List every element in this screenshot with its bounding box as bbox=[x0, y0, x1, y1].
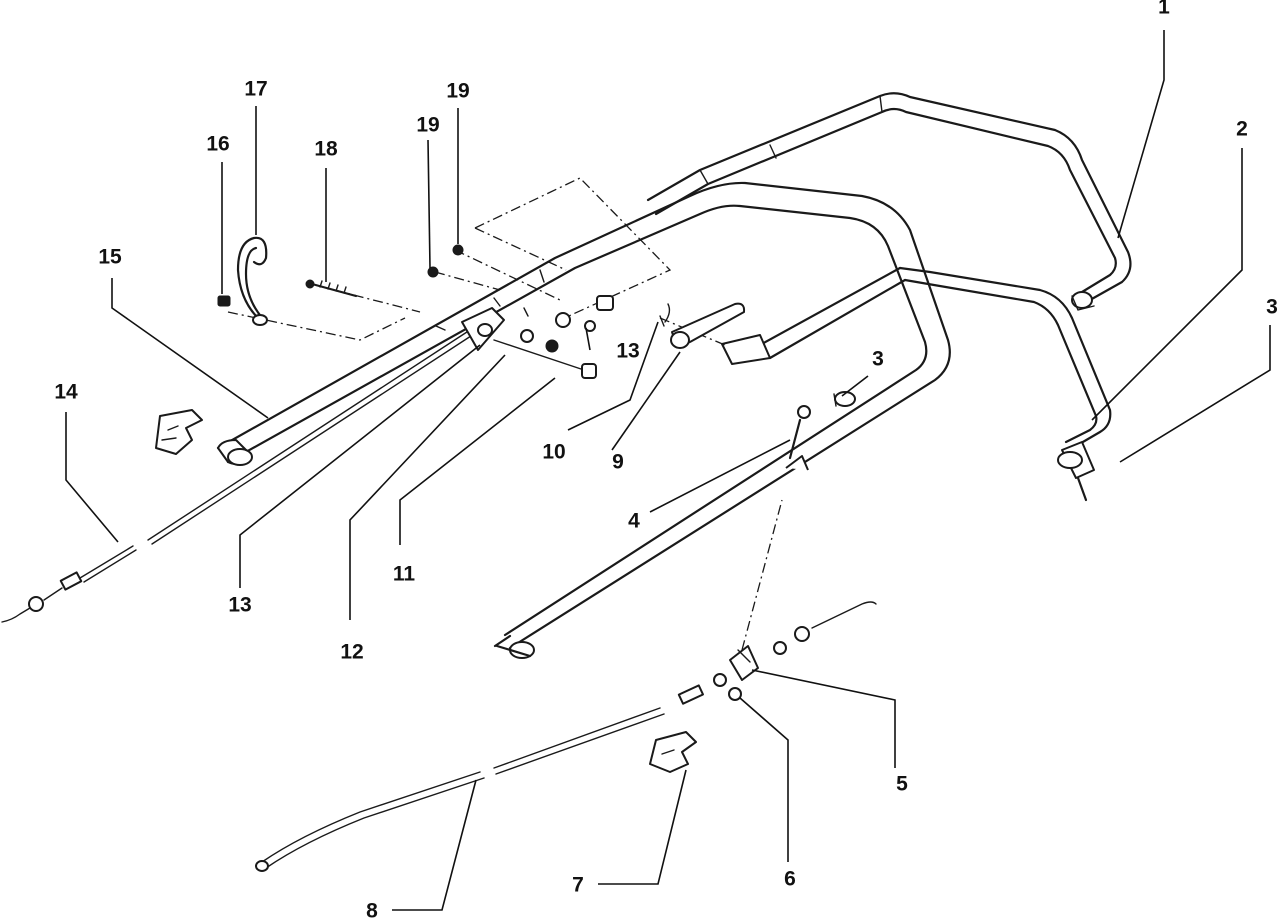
callout-3-center: 3 bbox=[872, 348, 884, 371]
callout-4: 4 bbox=[628, 510, 640, 533]
throttle-cable bbox=[1, 329, 475, 623]
callout-10: 10 bbox=[542, 441, 565, 464]
bar-4 bbox=[785, 391, 856, 471]
control-bracket bbox=[435, 269, 614, 379]
callout-16: 16 bbox=[206, 133, 229, 156]
callout-17: 17 bbox=[244, 78, 267, 101]
callout-2: 2 bbox=[1236, 118, 1248, 141]
callout-5: 5 bbox=[896, 773, 908, 796]
callout-3-right: 3 bbox=[1266, 296, 1278, 319]
clip-lower bbox=[649, 731, 697, 773]
callout-19-right: 19 bbox=[446, 80, 469, 103]
callout-1: 1 bbox=[1158, 0, 1170, 19]
callout-13-upper: 13 bbox=[616, 340, 639, 363]
callout-labels: 1 2 3 3 4 5 6 7 8 9 10 11 12 13 13 14 15… bbox=[54, 0, 1278, 923]
callout-13-lower: 13 bbox=[228, 594, 251, 617]
assembly-lines bbox=[227, 177, 783, 651]
callout-18: 18 bbox=[314, 138, 338, 161]
callout-11: 11 bbox=[393, 563, 416, 586]
callout-15: 15 bbox=[98, 246, 122, 269]
grip-pin-9-10 bbox=[659, 302, 746, 349]
lower-cable bbox=[255, 707, 665, 872]
callout-6: 6 bbox=[784, 868, 796, 891]
leader-lines bbox=[65, 30, 1271, 911]
callout-19-left: 19 bbox=[416, 114, 439, 137]
callout-9: 9 bbox=[612, 451, 624, 474]
callout-14: 14 bbox=[54, 381, 78, 404]
main-u-frame bbox=[216, 181, 951, 659]
clip-left bbox=[155, 409, 203, 455]
lever-5-6 bbox=[677, 601, 877, 705]
callout-8: 8 bbox=[366, 900, 378, 923]
callout-7: 7 bbox=[572, 874, 584, 897]
loop-bolt-16-17-18 bbox=[217, 236, 464, 326]
callout-12: 12 bbox=[340, 641, 363, 664]
upper-handle-bar bbox=[646, 92, 1132, 311]
lower-handle-bar bbox=[721, 266, 1112, 502]
